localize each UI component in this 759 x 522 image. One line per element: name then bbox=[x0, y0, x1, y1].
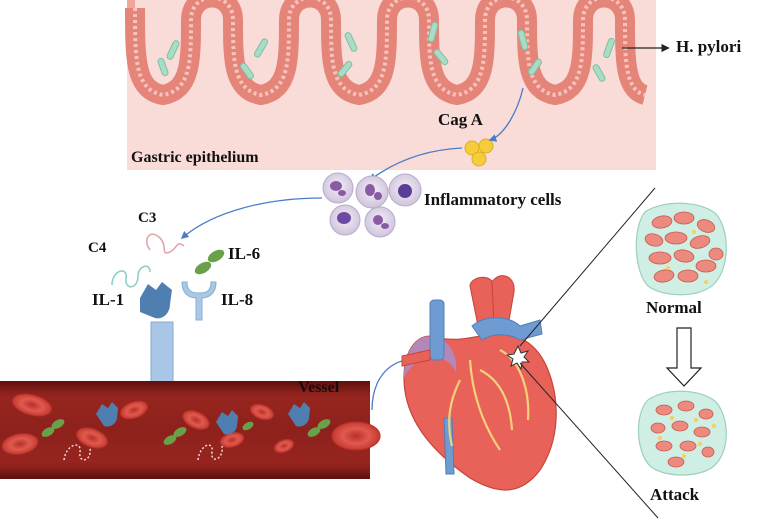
il8-icon bbox=[181, 281, 217, 321]
il1-icon bbox=[140, 282, 172, 319]
label-attack: Attack bbox=[650, 485, 700, 504]
label-il6: IL-6 bbox=[228, 244, 261, 263]
label-il8: IL-8 bbox=[221, 290, 254, 309]
tissue-attack-icon bbox=[637, 390, 727, 476]
label-inflammatory-cells: Inflammatory cells bbox=[424, 190, 562, 209]
heart-icon bbox=[401, 275, 557, 491]
label-cag-a: Cag A bbox=[438, 110, 483, 129]
arrow-cag-a bbox=[488, 87, 524, 142]
bacteria-icon bbox=[157, 21, 615, 82]
down-arrow-outline bbox=[665, 327, 703, 387]
vessel-panel bbox=[0, 381, 381, 479]
inflammatory-cell-icon bbox=[322, 172, 422, 238]
label-vessel: Vessel bbox=[298, 379, 340, 396]
zoom-line-top bbox=[519, 187, 656, 347]
infarct-star-icon bbox=[505, 344, 531, 371]
tissue-normal-icon bbox=[635, 202, 727, 296]
gastric-epithelium-panel bbox=[125, 0, 656, 170]
label-gastric-epithelium: Gastric epithelium bbox=[131, 149, 259, 166]
arrow-to-cytokines bbox=[180, 197, 323, 240]
villi-inner-line bbox=[133, 0, 646, 98]
cag-a-icon bbox=[464, 138, 494, 167]
label-c3: C3 bbox=[138, 210, 157, 226]
label-il1: IL-1 bbox=[92, 290, 125, 309]
c3-icon bbox=[145, 233, 185, 254]
zoom-line-bottom bbox=[519, 362, 659, 519]
arrow-to-inflammatory bbox=[368, 147, 463, 181]
il6-icon bbox=[194, 249, 225, 275]
red-blood-cell-icon bbox=[1, 393, 381, 455]
c4-icon bbox=[111, 265, 151, 288]
label-c4: C4 bbox=[88, 240, 107, 256]
label-h-pylori: H. pylori bbox=[676, 37, 742, 56]
label-normal: Normal bbox=[646, 298, 702, 317]
